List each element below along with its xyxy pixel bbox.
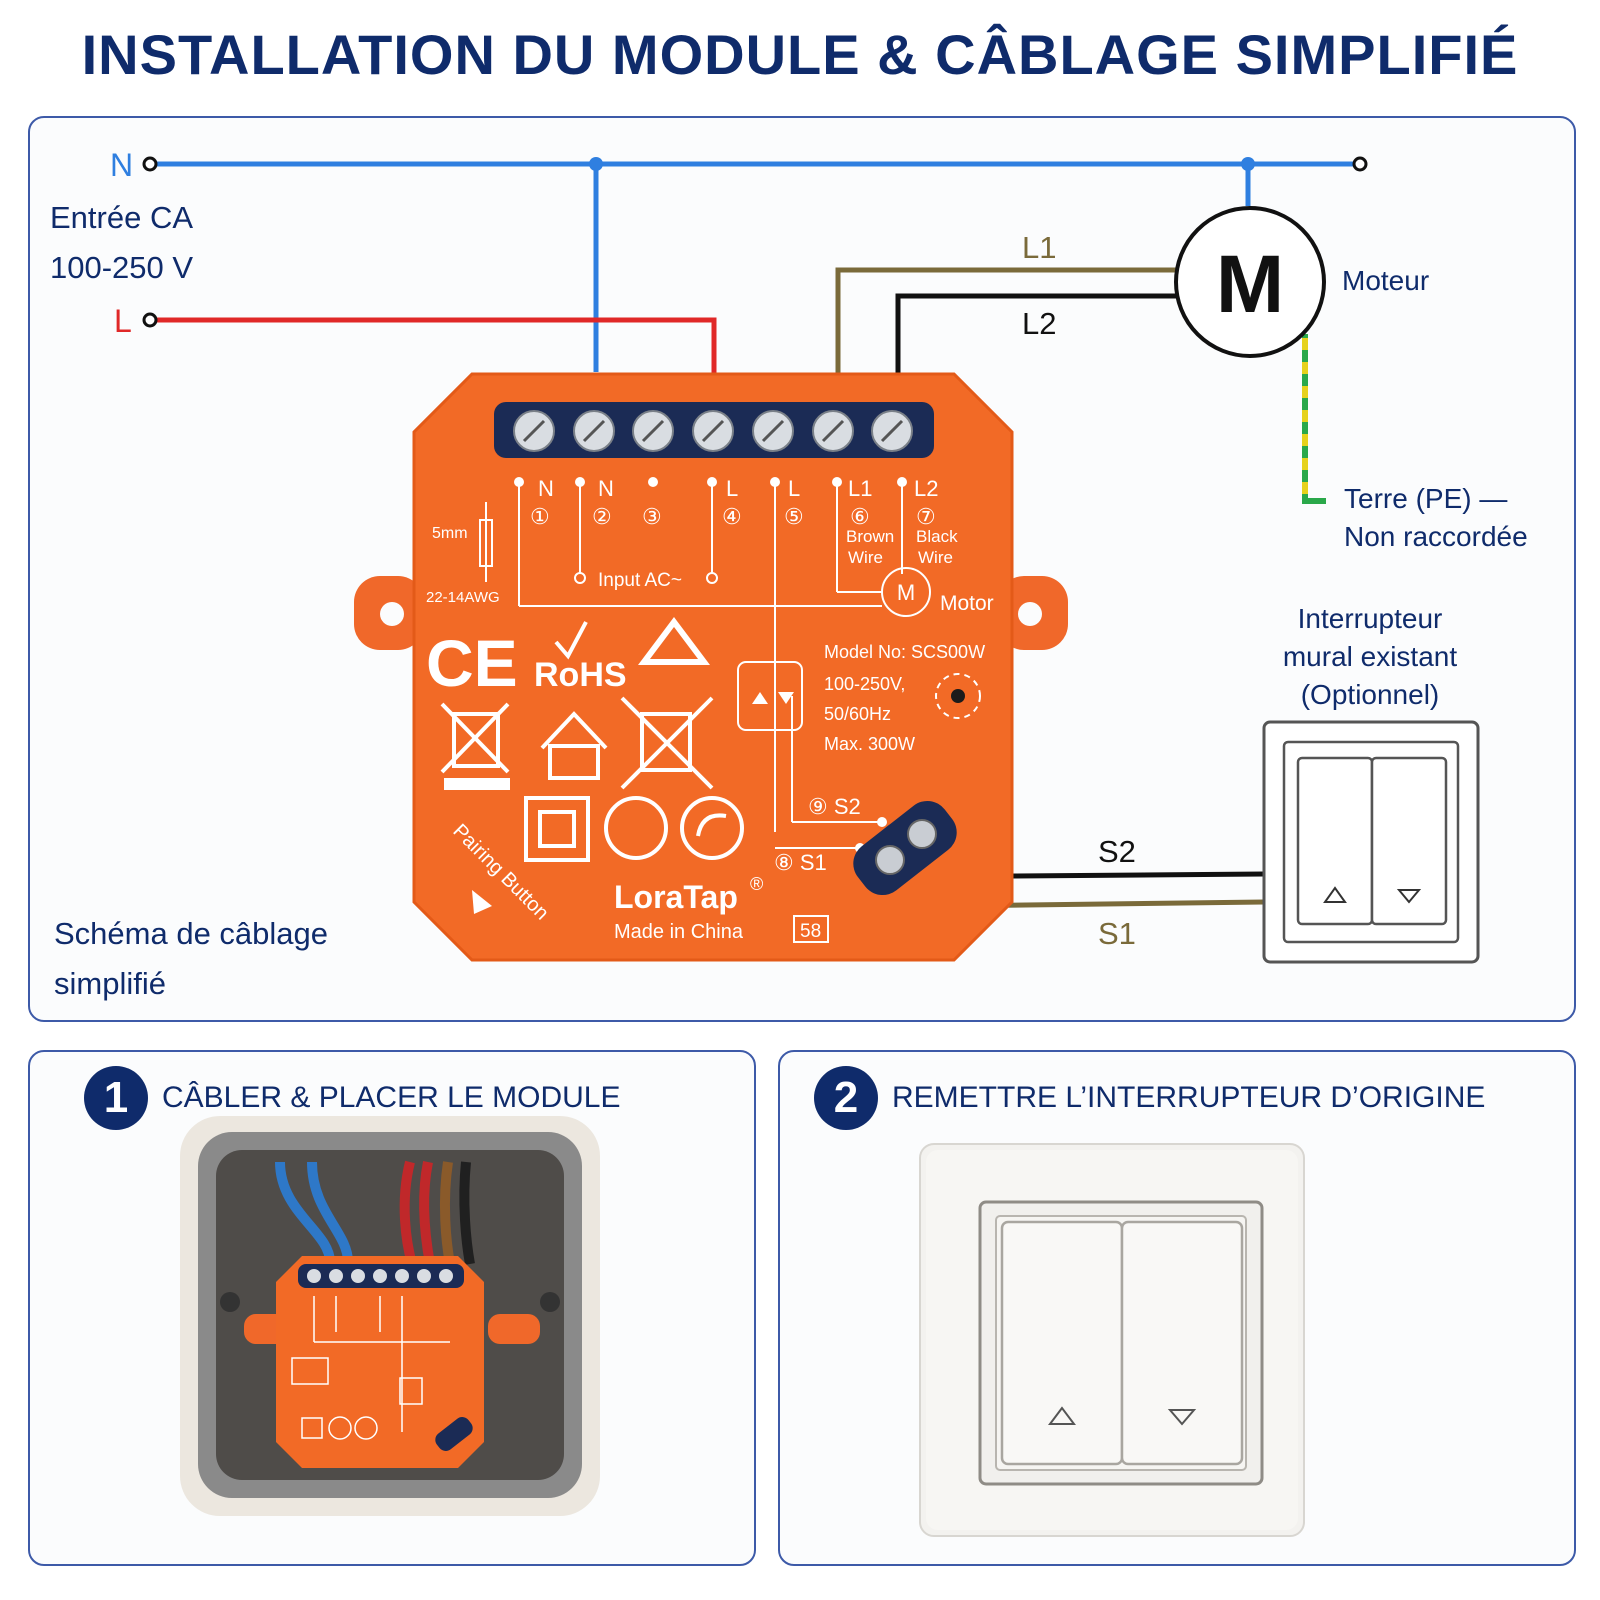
neutral-wire — [156, 157, 1358, 372]
input-ac-label: Input AC~ — [598, 570, 682, 591]
motor-symbol — [1174, 206, 1326, 358]
step2-label: REMETTRE L’INTERRUPTEUR D’ORIGINE — [892, 1081, 1486, 1114]
s2-terminal-label: ⑨ S2 — [808, 794, 861, 819]
terminal-num-1: ① — [530, 504, 550, 529]
switch-up-arrow-icon — [1048, 1406, 1076, 1425]
motor-label: Moteur — [1342, 265, 1429, 296]
earth-label-line2: Non raccordée — [1344, 521, 1528, 552]
terminal-num-5: ⑤ — [784, 504, 804, 529]
terminal-name-1: N — [538, 476, 554, 501]
caption-line2: simplifié — [54, 966, 166, 1001]
voltage-rating: 100-250V, — [824, 674, 905, 694]
module-motor-letter: M — [897, 580, 915, 605]
up-arrow-icon — [1323, 886, 1347, 903]
weee-bin-icon — [440, 702, 510, 790]
brand-name: LoraTap — [614, 879, 738, 915]
terminal-num-3: ③ — [642, 504, 662, 529]
tidyman-icon — [604, 796, 668, 860]
l2-wire — [895, 293, 1180, 374]
terminal-name-4: L — [726, 476, 738, 501]
l2-label: L2 — [1022, 306, 1056, 341]
terminal-name-6: L1 — [848, 476, 872, 501]
terminal-num-6: ⑥ — [850, 504, 870, 529]
l1-wire — [835, 267, 1180, 374]
neutral-end-terminal — [1352, 156, 1368, 172]
step2-panel: 2 REMETTRE L’INTERRUPTEUR D’ORIGINE — [778, 1050, 1576, 1566]
terminal-num-4: ④ — [722, 504, 742, 529]
module-up-arrow-icon — [752, 692, 768, 704]
pairing-led — [951, 689, 965, 703]
strip-length: 5mm — [432, 525, 468, 542]
step1-number: 1 — [84, 1066, 148, 1130]
step1-header: 1 CÂBLER & PLACER LE MODULE — [84, 1066, 620, 1130]
brown-wire-label-2: Wire — [848, 548, 883, 567]
input-label-line2: 100-250 V — [50, 250, 193, 285]
registered-mark: ® — [750, 874, 763, 894]
step1-panel: 1 CÂBLER & PLACER LE MODULE — [28, 1050, 756, 1566]
switch-label-line2: mural existant — [1283, 641, 1458, 672]
brown-wire-label-1: Brown — [846, 527, 894, 546]
live-terminal — [142, 312, 158, 328]
neutral-terminal — [142, 156, 158, 172]
module-motor-label: Motor — [940, 592, 994, 615]
rohs-mark: RoHS — [534, 656, 627, 694]
model-number: Model No: SCS00W — [824, 642, 985, 662]
module-down-arrow-icon — [778, 692, 794, 704]
terminal-num-7: ⑦ — [916, 504, 936, 529]
s2-label: S2 — [1098, 834, 1136, 869]
switch-label-line1: Interrupteur — [1298, 603, 1443, 634]
s1-terminal-label: ⑧ S1 — [774, 850, 827, 875]
earth-label-line1: Terre (PE) — — [1344, 483, 1507, 514]
earth-wire — [1302, 334, 1326, 504]
wall-switch-symbol — [1262, 720, 1480, 964]
step2-number: 2 — [814, 1066, 878, 1130]
pairing-arrow-icon — [472, 890, 492, 914]
switch-up-rocker[interactable] — [1000, 1220, 1124, 1466]
indoor-use-icon — [540, 711, 608, 780]
l1-label: L1 — [1022, 230, 1056, 265]
wall-switch-photo — [919, 1143, 1305, 1537]
switch-label-line3: (Optionnel) — [1301, 679, 1440, 710]
loratap-module — [354, 372, 1068, 962]
down-arrow-icon — [1396, 889, 1422, 904]
weee-bin-icon — [620, 696, 714, 790]
caption-line1: Schéma de câblage — [54, 916, 328, 951]
black-wire-label-1: Black — [916, 527, 958, 546]
live-label: L — [114, 303, 132, 339]
step1-label: CÂBLER & PLACER LE MODULE — [162, 1081, 621, 1114]
step2-header: 2 REMETTRE L’INTERRUPTEUR D’ORIGINE — [814, 1066, 1485, 1130]
power-rating: Max. 300W — [824, 734, 915, 754]
frequency-rating: 50/60Hz — [824, 704, 891, 724]
terminal-screws — [513, 410, 913, 452]
black-wire-label-2: Wire — [918, 548, 953, 567]
installed-module-photo — [180, 1116, 600, 1516]
wiring-diagram-panel: M — [28, 116, 1576, 1022]
terminal-num-2: ② — [592, 504, 612, 529]
neutral-label: N — [110, 147, 133, 183]
terminal-name-7: L2 — [914, 476, 938, 501]
live-wire — [156, 317, 717, 374]
double-insulation-icon — [524, 796, 590, 862]
made-in-label: Made in China — [614, 921, 744, 943]
terminal-name-2: N — [598, 476, 614, 501]
page-title: INSTALLATION DU MODULE & CÂBLAGE SIMPLIF… — [81, 23, 1519, 86]
s1-label: S1 — [1098, 916, 1136, 951]
wire-gauge: 22-14AWG — [426, 589, 500, 606]
batch-code: 58 — [800, 921, 821, 942]
recycle-arrow-icon — [680, 796, 744, 860]
recycle-icon — [638, 617, 710, 665]
wiring-diagram: M — [50, 147, 1528, 1001]
input-label-line1: Entrée CA — [50, 200, 193, 235]
rohs-check-icon — [554, 621, 588, 660]
switch-down-arrow-icon — [1167, 1409, 1197, 1426]
terminal-name-5: L — [788, 476, 800, 501]
ce-mark: CE — [426, 626, 518, 700]
motor-letter: M — [1216, 239, 1284, 330]
switch-down-rocker[interactable] — [1120, 1220, 1244, 1466]
